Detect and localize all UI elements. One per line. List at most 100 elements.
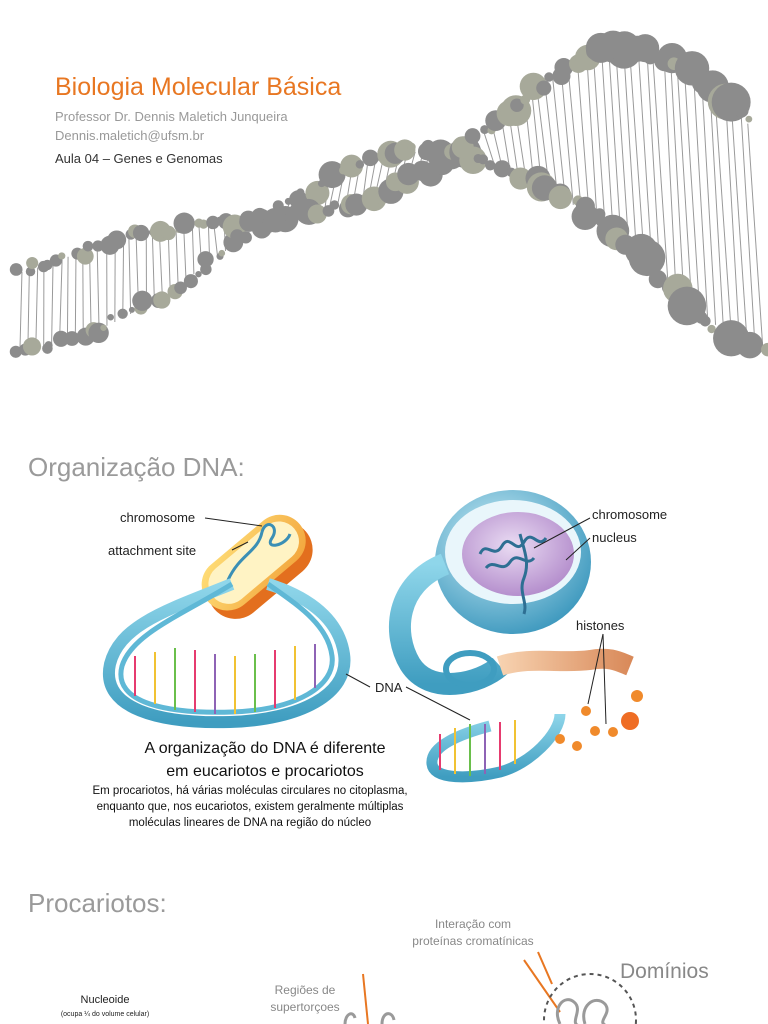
caption-detail-line-3: moléculas lineares de DNA na região do n… — [128, 817, 372, 829]
helix-node — [329, 200, 340, 210]
section-title: Organização DNA: — [28, 452, 245, 482]
domain-circle — [543, 973, 637, 1024]
helix-strand-line — [725, 98, 740, 340]
helix-strand-line — [74, 254, 77, 338]
helix-strand-line — [27, 269, 30, 348]
helix-node — [643, 51, 657, 65]
eukaryotic-nucleus — [435, 490, 591, 634]
professor-email: Dennis.maletich@ufsm.br — [55, 128, 205, 143]
helix-strand-line — [151, 232, 155, 301]
helix-strand-line — [614, 45, 630, 245]
helix-node — [153, 291, 171, 309]
helix-node — [100, 324, 107, 331]
supercoil-label-line-2: supertorçoes — [270, 1000, 340, 1014]
helix-strand-line — [600, 45, 614, 229]
helix-node — [42, 259, 53, 271]
helix-strand-line — [483, 132, 495, 165]
helix-node — [464, 128, 481, 144]
helix-node — [239, 231, 252, 244]
helix-strand-line — [567, 66, 582, 210]
helix-strand-line — [693, 72, 709, 320]
helix-node — [761, 342, 768, 357]
supercoil-label: Regiões de supertorçoes — [250, 982, 360, 1016]
helix-node — [536, 80, 552, 96]
prokaryotes-slide: Procariotos: Interação com proteínas cro… — [0, 872, 768, 1024]
helix-node — [26, 256, 39, 270]
helix-node — [218, 249, 226, 257]
supercoil-loops — [343, 998, 609, 1024]
helix-strand-line — [683, 67, 701, 314]
helix-strand-line — [747, 123, 764, 352]
helix-node — [318, 161, 346, 189]
dna-network-illustration — [9, 30, 768, 359]
helix-node — [355, 160, 365, 169]
helix-strand-line — [213, 224, 219, 257]
helix-strand-line — [544, 83, 558, 196]
helix-node — [132, 224, 150, 242]
helix-node — [132, 290, 153, 311]
helix-node — [161, 225, 176, 241]
lesson-title: Aula 04 – Genes e Genomas — [55, 151, 223, 166]
chromatin-coil — [388, 553, 634, 783]
helix-node — [107, 313, 114, 321]
helix-node — [76, 247, 94, 265]
helix-strand-line — [670, 59, 685, 301]
helix-strand-line — [730, 106, 748, 344]
helix-node — [548, 185, 573, 210]
helix-node — [9, 345, 22, 358]
helix-strand-line — [607, 45, 622, 237]
helix-node — [296, 188, 305, 197]
helix-strand-line — [560, 72, 574, 205]
helix-strand-line — [552, 78, 566, 201]
helix-node — [480, 125, 490, 135]
helix-strand-line — [51, 262, 54, 345]
helix-node — [745, 115, 753, 123]
helix-node — [197, 251, 214, 268]
caption-main-line-2: em eucariotos e procariotos — [166, 763, 364, 780]
helix-node — [648, 270, 667, 289]
helix-node — [554, 58, 574, 77]
helix-strand-line — [709, 84, 724, 331]
domains-label: Domínios — [620, 960, 709, 983]
caption-main: A organização do DNA é diferente em euca… — [0, 737, 530, 783]
helix-node — [117, 308, 128, 319]
nucleoid-label: Nucleoide — [80, 994, 130, 1006]
helix-strand-line — [586, 55, 598, 219]
helix-strand-line — [652, 53, 669, 286]
label-nucleus: nucleus — [592, 530, 637, 545]
helix-node — [340, 154, 364, 178]
helix-strands — [19, 45, 764, 352]
helix-strand-line — [646, 50, 661, 278]
helix-nodes — [9, 30, 768, 359]
caption-main-line-1: A organização do DNA é diferente — [144, 740, 386, 757]
caption-detail-line-2: enquanto que, nos eucariotos, existem ge… — [96, 801, 404, 813]
helix-node — [82, 240, 94, 252]
helix-node — [734, 103, 749, 118]
nucleoid-diagram — [343, 951, 637, 1024]
circular-dna-helix — [102, 578, 351, 729]
helix-node — [128, 306, 135, 313]
helix-node — [699, 315, 711, 327]
helix-strand-line — [59, 259, 63, 343]
helix-strand-line — [740, 114, 756, 348]
caption-detail: Em procariotos, há várias moléculas circ… — [0, 783, 500, 831]
helix-node — [707, 324, 716, 334]
label-leader-lines — [204, 517, 607, 725]
supercoil-label-line-1: Regiões de — [274, 983, 336, 997]
helix-node — [544, 72, 554, 82]
interaction-label-line-2: proteínas cromatínicas — [412, 934, 534, 948]
helix-strand-line — [622, 46, 638, 254]
helix-node — [42, 343, 53, 354]
helix-strand-line — [128, 237, 132, 314]
title-slide: Biologia Molecular Básica Professor Dr. … — [0, 0, 768, 380]
helix-node — [510, 98, 524, 113]
helix-strand-line — [701, 78, 717, 325]
helix-node — [407, 142, 416, 152]
helix-node — [305, 180, 330, 205]
professor-name: Professor Dr. Dennis Maletich Junqueira — [55, 109, 288, 124]
helix-strand-line — [191, 226, 195, 275]
label-chromosome-prokaryote: chromosome — [120, 510, 195, 525]
helix-node — [493, 160, 511, 178]
helix-strand-line — [501, 120, 511, 171]
section-title: Procariotos: — [28, 888, 167, 918]
